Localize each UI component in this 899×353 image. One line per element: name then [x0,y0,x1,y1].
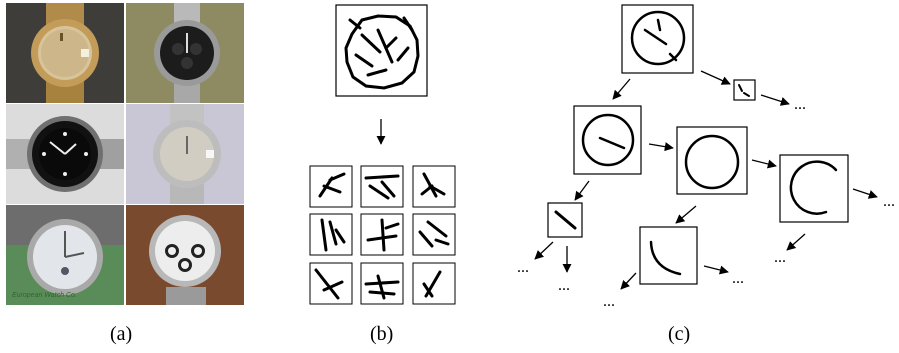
tree-node-l2 [676,126,748,195]
part-1 [309,165,353,208]
part-9 [412,262,456,305]
ellipsis-2: ... [883,193,895,210]
label-c: (c) [668,323,691,345]
tree-node-corner-arc [639,226,698,285]
daytona-photo [126,205,244,305]
part-7 [309,262,353,305]
ellipsis-1: ... [794,96,806,113]
ellipsis-6: ... [732,270,744,287]
tree-node-bar [547,202,583,238]
part-4 [309,213,353,256]
ellipsis-5: ... [558,277,570,294]
steel-datejust-photo [126,104,244,204]
steel-chronograph-photo [126,3,244,103]
watermark-caption: European Watch Co. [12,292,77,299]
part-8 [360,262,404,305]
white-dial-photo: European Watch Co. [6,205,124,305]
tree-node-l1 [573,105,642,175]
label-a: (a) [110,323,133,345]
part-2 [360,165,404,208]
ellipsis-4: ... [517,259,529,276]
part-3 [412,165,456,208]
sketch-whole-watch [335,4,428,97]
ellipsis-7: ... [603,293,615,310]
label-b: (b) [370,323,394,345]
watch-photo-grid: European Watch Co. [6,3,244,305]
tree-small-node [733,79,756,101]
ellipsis-3: ... [774,249,786,266]
tree-node-l3 [779,154,849,223]
part-5 [360,213,404,256]
gold-datejust-photo [6,3,124,103]
tree-root-node [621,4,694,74]
submariner-photo [6,104,124,204]
sketch-part-grid [309,165,456,305]
part-6 [412,213,456,256]
